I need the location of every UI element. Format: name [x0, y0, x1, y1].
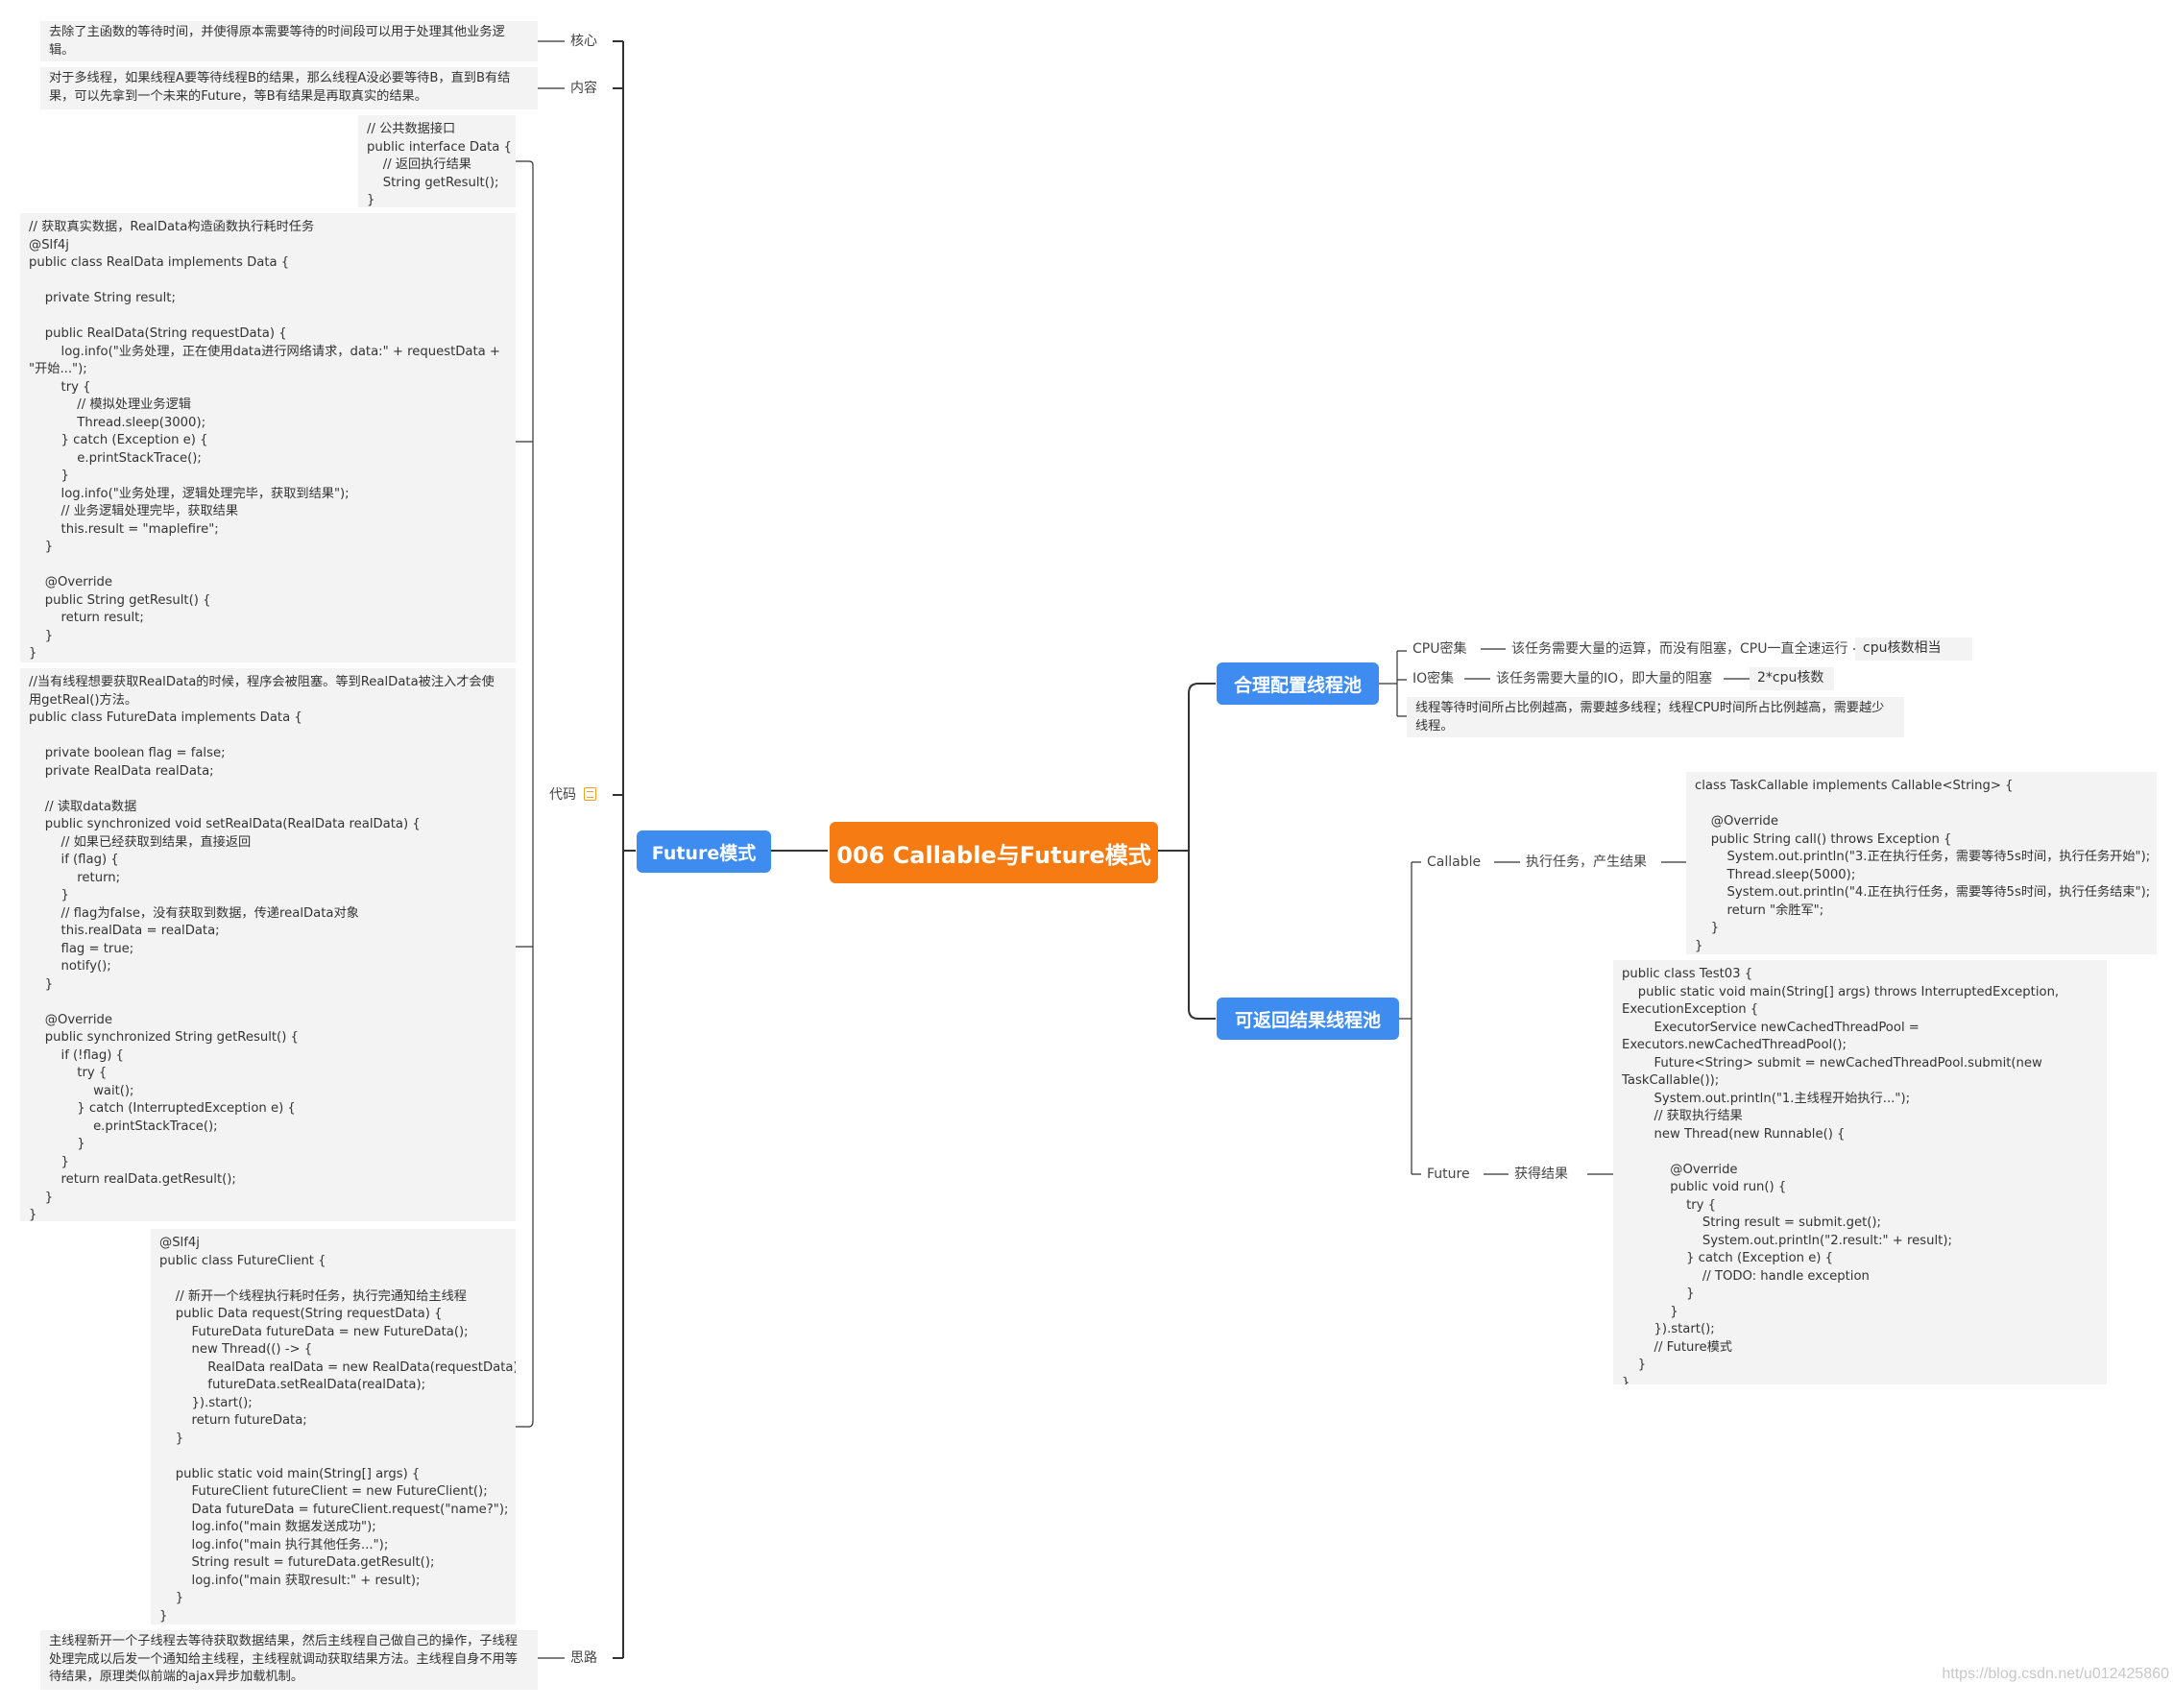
label-future[interactable]: Future — [1421, 1165, 1476, 1184]
content-text-box: 对于多线程，如果线程A要等待线程B的结果，那么线程A没必要等待B，直到B有结果，… — [40, 67, 538, 109]
code-box-data-interface: // 公共数据接口 public interface Data { // 返回执… — [358, 115, 516, 207]
root-title: 006 Callable与Future模式 — [836, 841, 1151, 869]
code-box-futureclient: @Slf4j public class FutureClient { // 新开… — [151, 1229, 516, 1624]
label-callable[interactable]: Callable — [1421, 853, 1487, 872]
result-pool-title: 可返回结果线程池 — [1234, 1009, 1381, 1031]
result-pool-links — [1484, 861, 1686, 1175]
pool-config-note: 线程等待时间所占比例越高，需要越多线程；线程CPU时间所占比例越高，需要越少线程… — [1407, 697, 1904, 737]
future-mode-topic[interactable]: Future模式 — [637, 830, 771, 873]
code-box-taskcallable: class TaskCallable implements Callable<S… — [1686, 772, 2157, 954]
io-intensive-desc[interactable]: 该任务需要大量的IO，即大量的阻塞 — [1490, 669, 1719, 688]
cpu-intensive-desc[interactable]: 该任务需要大量的运算，而没有阻塞，CPU一直全速运行 — [1506, 639, 1854, 659]
left-label-links — [538, 40, 565, 1659]
label-io-intensive[interactable]: IO密集 — [1407, 669, 1461, 688]
code-box-futuredata: //当有线程想要获取RealData的时候，程序会被阻塞。等到RealData被… — [20, 668, 516, 1221]
code-box-realdata: // 获取真实数据，RealData构造函数执行耗时任务 @Slf4j publ… — [20, 213, 516, 662]
link-root-result-pool — [1188, 851, 1216, 1020]
label-content[interactable]: 内容 — [565, 79, 603, 98]
cpu-intensive-value: cpu核数相当 — [1855, 637, 1972, 661]
link-root-pool-config — [1188, 683, 1216, 851]
code-box-test03: public class Test03 { public static void… — [1613, 960, 2107, 1384]
code-bracket — [516, 160, 534, 1428]
root-topic[interactable]: 006 Callable与Future模式 — [830, 822, 1158, 883]
pool-config-bracket — [1378, 650, 1407, 717]
pool-config-title: 合理配置线程池 — [1233, 674, 1362, 696]
label-core[interactable]: 核心 — [565, 32, 603, 51]
result-pool-bracket — [1398, 861, 1421, 1175]
result-pool-topic[interactable]: 可返回结果线程池 — [1217, 998, 1399, 1040]
note-icon — [584, 787, 596, 801]
pool-config-topic[interactable]: 合理配置线程池 — [1217, 662, 1379, 705]
core-text-box: 去除了主函数的等待时间，并使得原本需要等待的时间段可以用于处理其他业务逻辑。 — [40, 21, 538, 61]
future-mode-title: Future模式 — [651, 842, 757, 864]
io-intensive-value: 2*cpu核数 — [1750, 667, 1834, 690]
label-code[interactable]: 代码 — [543, 785, 602, 805]
idea-text-box: 主线程新开一个子线程去等待获取数据结果，然后主线程自己做自己的操作，子线程处理完… — [40, 1630, 538, 1690]
label-idea[interactable]: 思路 — [565, 1648, 603, 1668]
label-cpu-intensive[interactable]: CPU密集 — [1407, 639, 1473, 659]
left-branches — [613, 40, 623, 1659]
future-sub[interactable]: 获得结果 — [1509, 1165, 1574, 1184]
watermark: https://blog.csdn.net/u012425860 — [1942, 1666, 2169, 1682]
callable-sub[interactable]: 执行任务，产生结果 — [1520, 853, 1653, 872]
